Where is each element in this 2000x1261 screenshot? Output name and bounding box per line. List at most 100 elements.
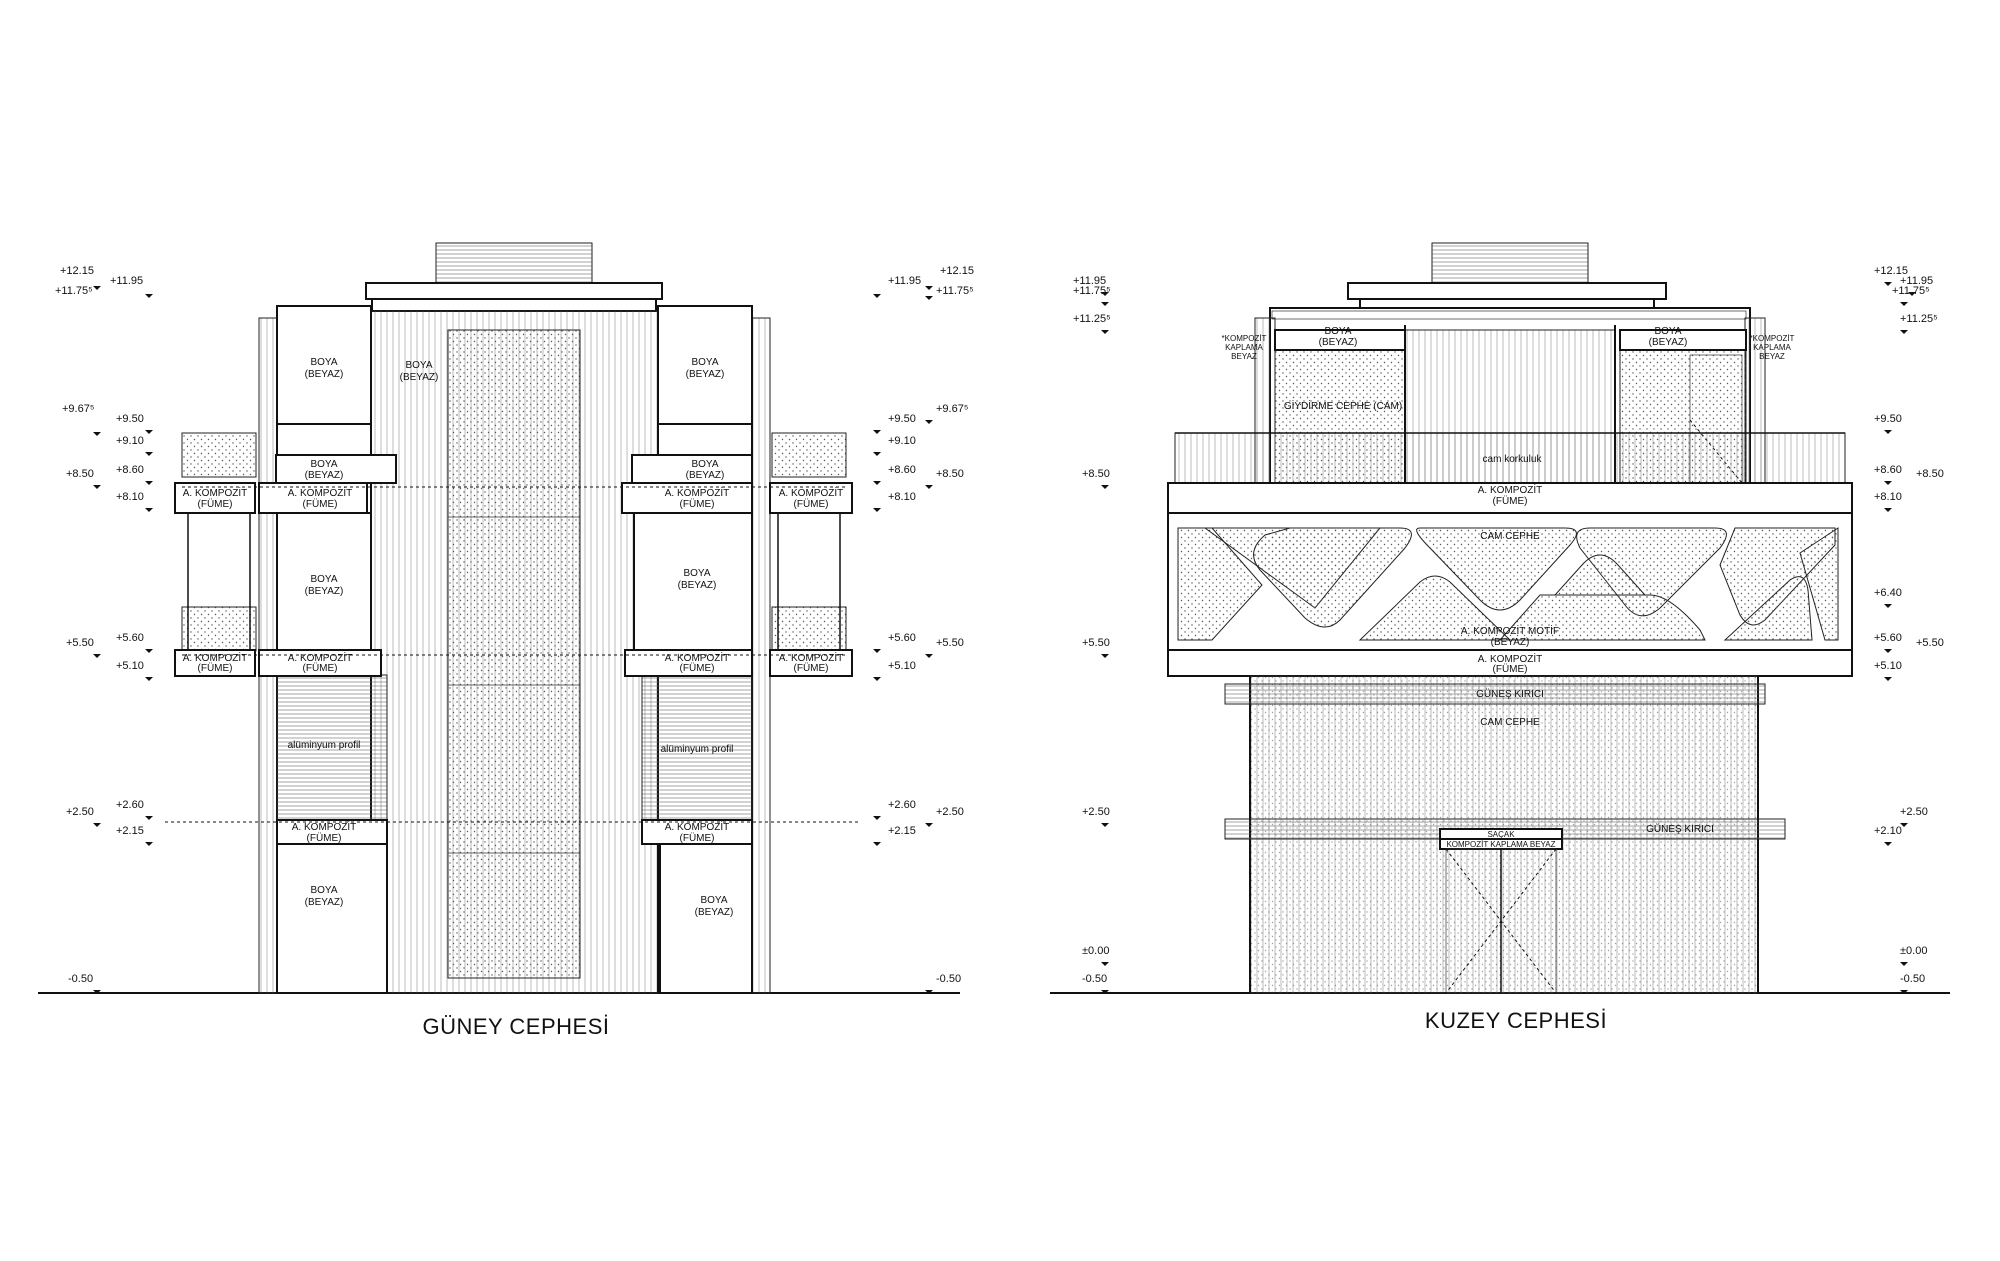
level-mark: -0.50	[936, 973, 961, 985]
label-kompozit-kaplama: *KOMPOZİT	[1222, 334, 1267, 343]
north-level-marks-left: +11.95 +11.75⁵ +11.25⁵ +8.50 +5.50 +2.50…	[1073, 275, 1111, 994]
label-fume: (FÜME)	[303, 498, 338, 510]
label-beyaz: (BEYAZ)	[1649, 337, 1688, 348]
level-mark: +2.50	[936, 806, 964, 818]
label-giydirme-cephe: GİYDİRME CEPHE (CAM)	[1284, 399, 1402, 412]
label-kompozit-kaplama: BEYAZ	[1231, 352, 1257, 361]
level-mark: +8.60	[116, 464, 144, 476]
label-fume: (FÜME)	[198, 498, 233, 510]
level-mark: +8.50	[1916, 468, 1944, 480]
level-mark: +2.10	[1874, 825, 1902, 837]
label-beyaz: (BEYAZ)	[686, 369, 725, 380]
label-beyaz: (BEYAZ)	[305, 897, 344, 908]
south-elevation: BOYA (BEYAZ) BOYA (BEYAZ) BOYA (BEYAZ) B…	[38, 242, 974, 1039]
level-mark: -0.50	[1082, 973, 1107, 985]
level-mark: +8.10	[888, 491, 916, 503]
level-mark: +9.67⁵	[62, 403, 94, 415]
level-mark: +2.60	[888, 799, 916, 811]
label-fume: (FÜME)	[794, 662, 829, 674]
label-aluminyum-profil: alüminyum profil	[288, 740, 361, 751]
label-beyaz: (BEYAZ)	[400, 372, 439, 383]
level-mark: -0.50	[68, 973, 93, 985]
level-mark: +8.50	[1082, 468, 1110, 480]
label-kompozit: A. KOMPOZİT	[183, 486, 247, 499]
composite-motif-pattern	[1177, 527, 1839, 641]
level-mark: +2.50	[1900, 806, 1928, 818]
label-gunes-kirici: GÜNEŞ KIRICI	[1476, 688, 1544, 700]
level-mark: +2.50	[1082, 806, 1110, 818]
level-mark: +8.10	[1874, 491, 1902, 503]
level-mark: +5.50	[66, 637, 94, 649]
level-mark: +5.60	[1874, 632, 1902, 644]
north-elevation-title: KUZEY CEPHESİ	[1425, 1008, 1607, 1033]
level-mark: +5.60	[116, 632, 144, 644]
label-boya: BOYA	[691, 357, 718, 368]
level-mark: +9.50	[888, 413, 916, 425]
label-gunes-kirici: GÜNEŞ KIRICI	[1646, 823, 1714, 835]
label-boya: BOYA	[700, 895, 727, 906]
level-mark: ±0.00	[1082, 945, 1109, 957]
label-boya: BOYA	[310, 574, 337, 585]
label-kompozit: A. KOMPOZİT	[665, 820, 729, 833]
south-material-labels: BOYA (BEYAZ) BOYA (BEYAZ) BOYA (BEYAZ) B…	[183, 357, 843, 918]
label-boya: BOYA	[1324, 326, 1351, 337]
level-mark: +2.15	[888, 825, 916, 837]
label-beyaz: (BEYAZ)	[678, 580, 717, 591]
label-aluminyum-profil: alüminyum profil	[661, 744, 734, 755]
level-mark: ±0.00	[1900, 945, 1927, 957]
label-kompozit-motif: A. KOMPOZİT MOTİF	[1461, 624, 1559, 637]
level-mark: +8.50	[66, 468, 94, 480]
north-level-marks-right: +12.15 +11.95 +11.75⁵ +11.25⁵ +9.50 +8.6…	[1874, 265, 1944, 994]
level-mark: +5.50	[936, 637, 964, 649]
level-mark: +5.50	[1082, 637, 1110, 649]
north-material-labels: BOYA (BEYAZ) BOYA (BEYAZ) *KOMPOZİT KAPL…	[1222, 326, 1795, 849]
level-mark: +11.95	[110, 275, 143, 287]
label-kompozit: A. KOMPOZİT	[288, 651, 352, 664]
level-mark: +5.10	[1874, 660, 1902, 672]
level-mark: +9.67⁵	[936, 403, 968, 415]
level-mark: +11.75⁵	[55, 285, 93, 297]
label-fume: (FÜME)	[680, 662, 715, 674]
label-boya: BOYA	[691, 459, 718, 470]
label-beyaz: (BEYAZ)	[1319, 337, 1358, 348]
label-cam-cephe: CAM CEPHE	[1480, 717, 1540, 728]
level-mark: +8.10	[116, 491, 144, 503]
label-boya: BOYA	[405, 360, 432, 371]
level-mark: +11.75⁵	[1073, 285, 1111, 297]
label-fume: (FÜME)	[794, 498, 829, 510]
label-beyaz: (BEYAZ)	[305, 470, 344, 481]
label-beyaz: (BEYAZ)	[695, 907, 734, 918]
level-mark: +5.60	[888, 632, 916, 644]
south-level-marks-right: +12.15 +11.95 +11.75⁵ +9.50 +9.67⁵ +9.10…	[873, 265, 974, 994]
level-mark: +8.60	[1874, 464, 1902, 476]
label-fume: (FÜME)	[307, 832, 342, 844]
label-beyaz: (BEYAZ)	[305, 369, 344, 380]
label-kompozit: A. KOMPOZİT	[779, 651, 843, 664]
label-kompozit: A. KOMPOZİT	[665, 651, 729, 664]
level-mark: +9.10	[888, 435, 916, 447]
label-kompozit: A. KOMPOZİT	[183, 651, 247, 664]
label-kompozit-kaplama: KAPLAMA	[1753, 343, 1791, 352]
label-kompozit-kaplama: KAPLAMA	[1225, 343, 1263, 352]
label-kompozit: A. KOMPOZİT	[665, 486, 729, 499]
label-kompozit: A. KOMPOZİT	[292, 820, 356, 833]
level-mark: +11.75⁵	[936, 285, 974, 297]
label-sacak: SAÇAK	[1487, 830, 1515, 839]
level-mark: +11.75⁵	[1892, 285, 1930, 297]
level-mark: +5.10	[116, 660, 144, 672]
label-fume: (FÜME)	[1493, 663, 1528, 675]
label-beyaz: (BEYAZ)	[305, 586, 344, 597]
label-kompozit: A. KOMPOZİT	[1478, 652, 1542, 665]
level-mark: +9.50	[1874, 413, 1902, 425]
level-mark: +6.40	[1874, 587, 1902, 599]
level-mark: +8.50	[936, 468, 964, 480]
label-boya: BOYA	[310, 357, 337, 368]
label-boya: BOYA	[1654, 326, 1681, 337]
label-kompozit: A. KOMPOZİT	[1478, 483, 1542, 496]
level-mark: -0.50	[1900, 973, 1925, 985]
level-mark: +9.50	[116, 413, 144, 425]
label-fume: (FÜME)	[303, 662, 338, 674]
level-mark: +8.60	[888, 464, 916, 476]
level-mark: +5.10	[888, 660, 916, 672]
